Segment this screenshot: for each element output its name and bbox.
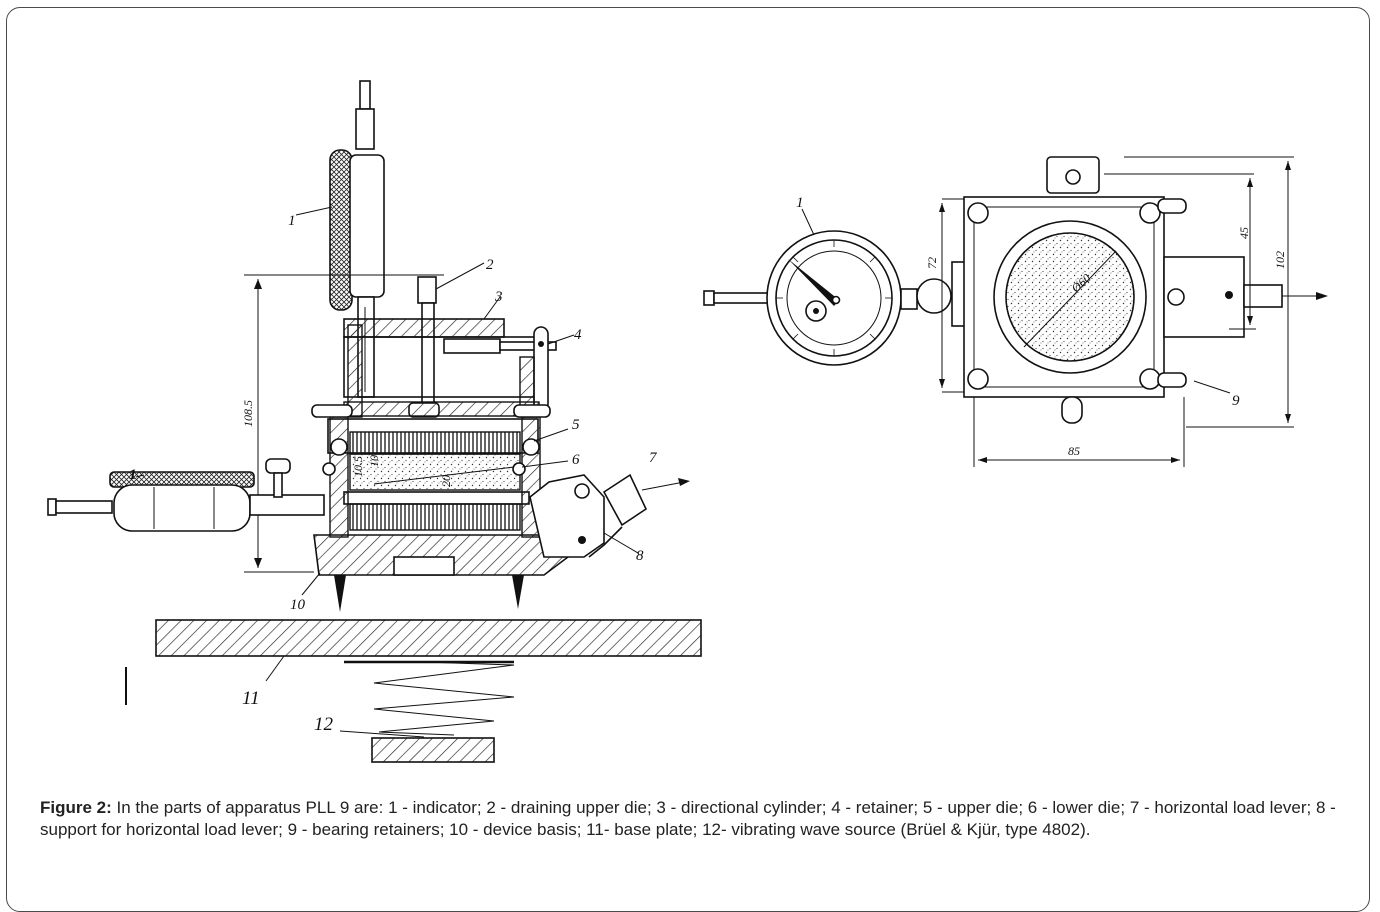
dim-45: 45 <box>1237 227 1251 239</box>
label-11: 11 <box>242 688 260 709</box>
dim-inner-b: 10.5 <box>351 456 365 477</box>
caption-text: In the parts of apparatus PLL 9 are: 1 -… <box>40 798 1336 839</box>
label-1-left: 1 <box>129 467 137 483</box>
label-2: 2 <box>486 257 494 273</box>
dim-102: 102 <box>1273 251 1287 269</box>
dim-108-5: 108.5 <box>241 400 255 427</box>
dim-72: 72 <box>925 257 939 269</box>
label-1-top: 1 <box>288 213 296 229</box>
figure-image: 10.5 10 20 <box>44 57 1336 769</box>
dim-inner-c: 20 <box>439 475 453 487</box>
label-12: 12 <box>314 714 334 735</box>
label-8: 8 <box>636 548 644 564</box>
label-7: 7 <box>649 450 658 466</box>
label-4: 4 <box>574 327 582 343</box>
side-view-drawing: 10.5 10 20 <box>47 80 702 763</box>
label-6: 6 <box>572 452 580 468</box>
label-10: 10 <box>290 597 306 613</box>
label-5: 5 <box>572 417 580 433</box>
top-label-1: 1 <box>796 195 804 211</box>
caption-label: Figure 2: <box>40 798 112 817</box>
label-3: 3 <box>494 289 503 305</box>
dim-inner-a: 10 <box>367 455 381 467</box>
figure-caption: Figure 2: In the parts of apparatus PLL … <box>40 797 1342 841</box>
top-view-drawing: Ø60 <box>703 156 1328 467</box>
dim-85: 85 <box>1068 444 1080 458</box>
top-label-9: 9 <box>1232 393 1240 409</box>
